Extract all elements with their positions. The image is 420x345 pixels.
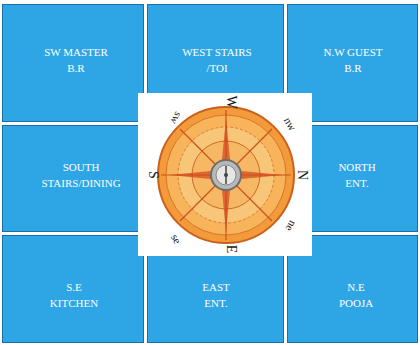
direction-letter: W <box>224 95 238 108</box>
room-label: EAST ENT. <box>192 280 240 312</box>
direction-letter: N <box>295 170 309 180</box>
room-label: SOUTH STAIRS/DINING <box>30 160 132 192</box>
room-label: S.E KITCHEN <box>43 280 105 312</box>
room-label: N.E POOJA <box>332 280 380 312</box>
room-box: SW MASTER B.R <box>2 4 144 122</box>
room-label: NORTH ENT. <box>331 160 383 192</box>
room-box: SOUTH STAIRS/DINING <box>2 125 144 232</box>
room-label: N.W GUEST B.R <box>317 45 389 77</box>
direction-letter: E <box>224 245 238 254</box>
direction-letter: S <box>146 171 160 179</box>
room-label: SW MASTER B.R <box>36 45 116 77</box>
room-label: WEST STAIRS /TOI <box>181 45 253 77</box>
room-box: S.E KITCHEN <box>2 235 144 343</box>
